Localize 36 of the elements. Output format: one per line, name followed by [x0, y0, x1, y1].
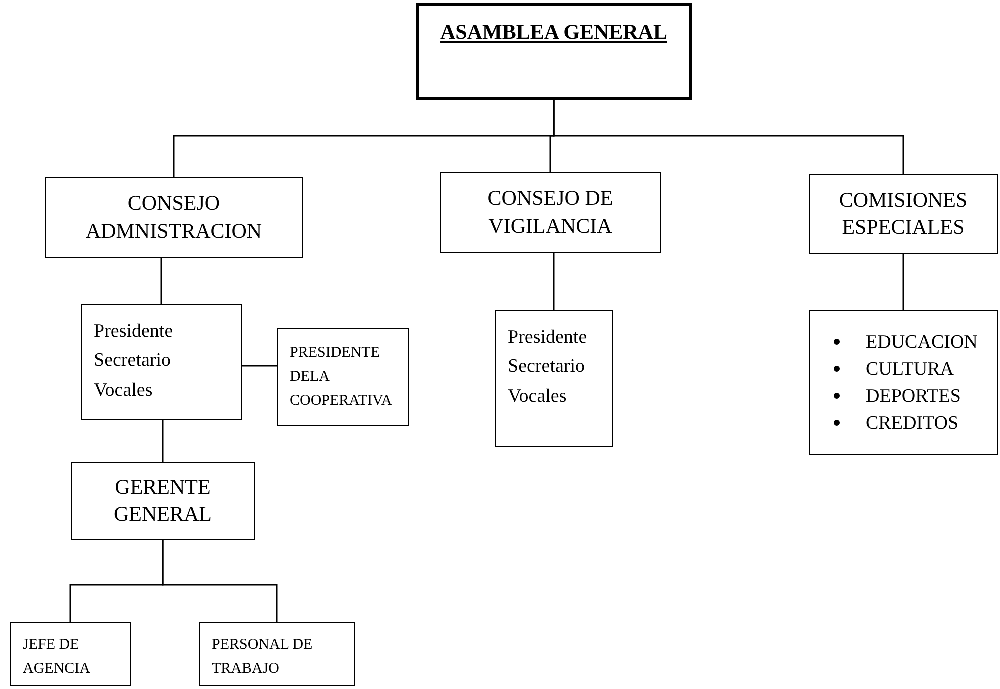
node-title: ASAMBLEA GENERAL: [440, 20, 668, 46]
list-item: CULTURA: [866, 358, 954, 382]
org-box: [809, 310, 998, 455]
org-box: [10, 622, 131, 686]
node-label: GERENTE GENERAL: [113, 474, 213, 528]
node-label: JEFE DE AGENCIA: [23, 636, 92, 679]
role-label: Presidente: [94, 320, 174, 344]
org-box: [199, 622, 355, 686]
connector-line: [242, 365, 277, 367]
node-label: CONSEJO ADMNISTRACION: [84, 190, 264, 244]
connector-line: [902, 254, 904, 310]
org-box: [81, 304, 242, 420]
node-label: CONSEJO DE VIGILANCIA: [486, 185, 614, 240]
role-label: Vocales: [508, 384, 567, 409]
connector-line: [160, 258, 162, 304]
role-label: Secretario: [94, 349, 172, 374]
org-box: [416, 3, 692, 100]
list-item: CREDITOS: [866, 412, 959, 436]
org-box: [45, 177, 303, 258]
list-item: DEPORTES: [866, 384, 961, 408]
org-box: [277, 328, 409, 426]
list-item: EDUCACION: [866, 330, 978, 354]
connector-line: [553, 100, 904, 174]
role-label: Vocales: [94, 378, 153, 403]
connector-line: [162, 540, 278, 622]
connector-line: [553, 253, 555, 310]
org-box: [809, 174, 998, 254]
node-label: PRESIDENTE DELA COOPERATIVA: [290, 344, 394, 411]
connector-line: [162, 420, 164, 462]
node-label: COMISIONES ESPECIALES: [838, 186, 969, 241]
role-label: Presidente: [508, 326, 588, 350]
role-label: Secretario: [508, 355, 586, 380]
org-box: [440, 172, 661, 253]
org-box: [495, 310, 613, 447]
node-label: PERSONAL DE TRABAJO: [212, 636, 314, 679]
org-box: [71, 462, 255, 540]
